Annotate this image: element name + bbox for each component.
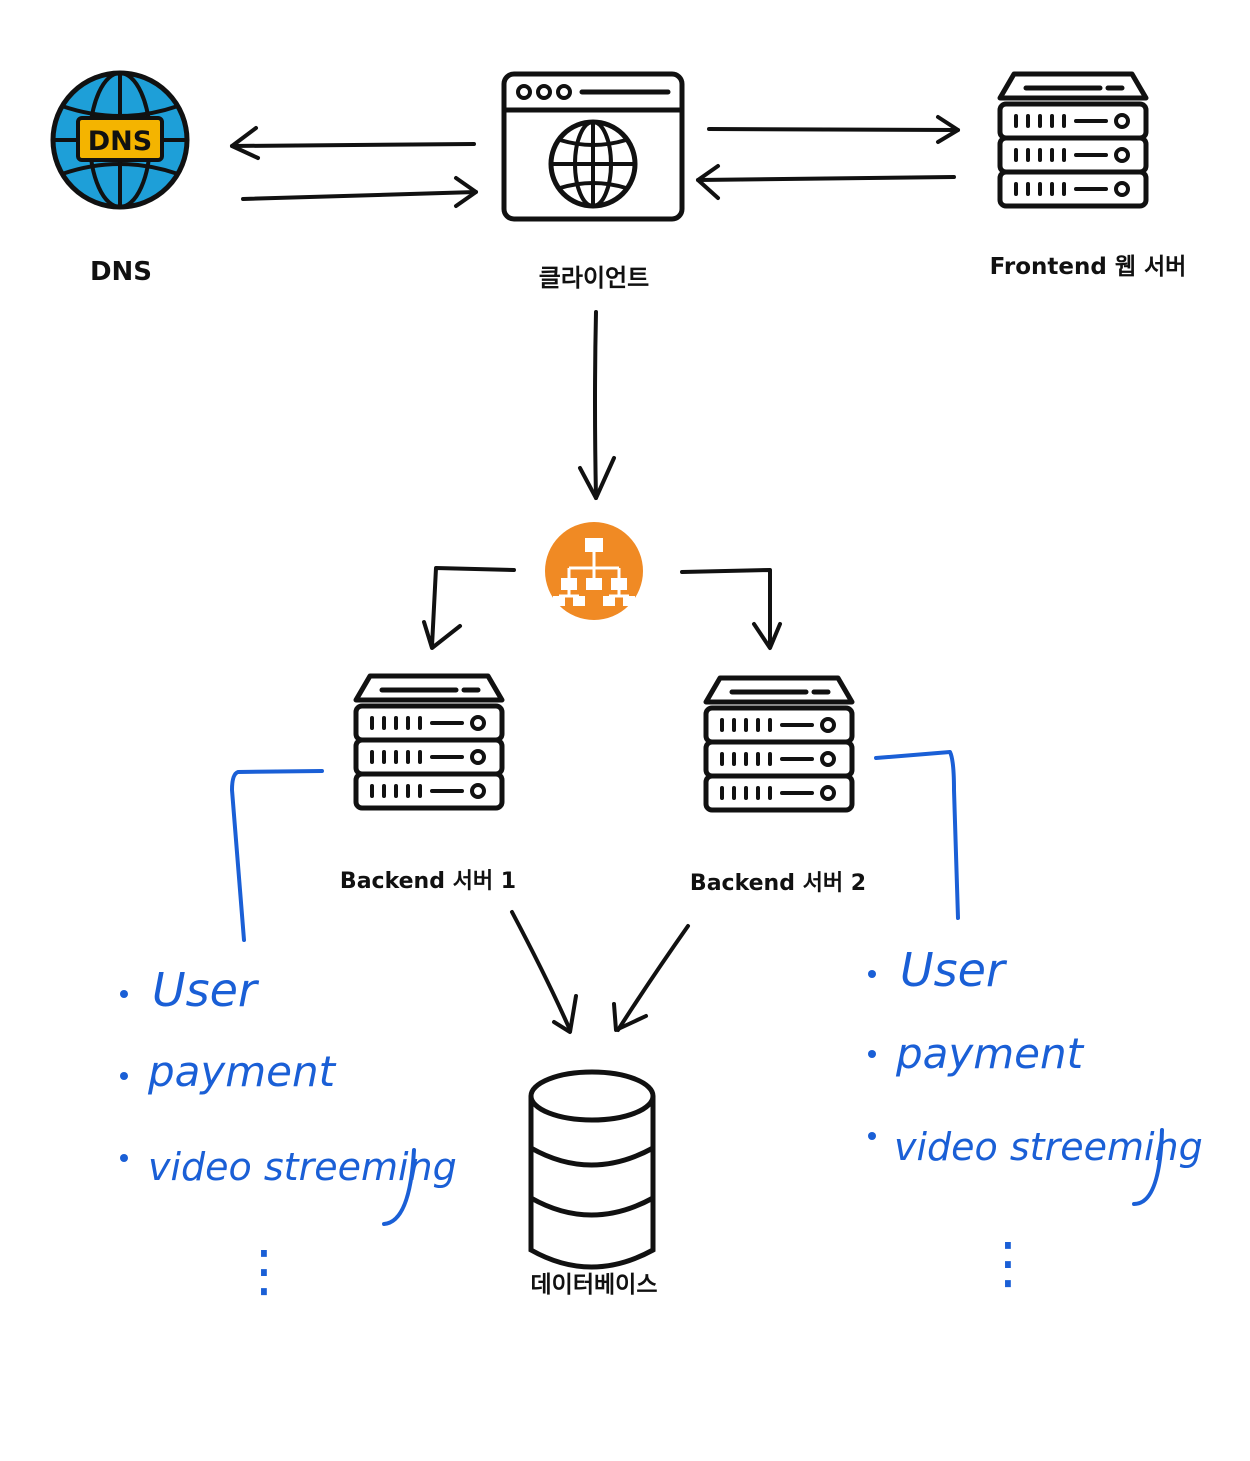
note-right-ellipsis: ⋮ xyxy=(980,1231,1036,1296)
arrow-client-to-load-balancer xyxy=(578,310,616,500)
underline-swoosh-left xyxy=(382,1148,416,1226)
note-right-item-video: video streeming xyxy=(894,1125,1203,1169)
note-right-item-payment: payment xyxy=(895,1029,1085,1078)
note-left-item-payment: payment xyxy=(147,1047,337,1096)
arrow-backend-1-to-database xyxy=(510,910,578,1034)
dns-badge-text: DNS xyxy=(88,126,152,157)
database-label: 데이터베이스 xyxy=(531,1272,658,1298)
note-left-item-video: video streeming xyxy=(148,1145,457,1189)
load-balancer-icon xyxy=(545,522,643,620)
arrow-load-balancer-to-backend-2 xyxy=(680,568,782,650)
backend-server-2-icon xyxy=(706,678,852,810)
dns-globe-icon: DNS xyxy=(50,70,190,210)
backend-server-1-icon xyxy=(356,676,502,808)
dns-label: DNS xyxy=(90,257,152,287)
arrow-backend-2-to-database xyxy=(612,924,690,1032)
arrow-load-balancer-to-backend-1 xyxy=(422,566,516,650)
arrow-client-to-frontend xyxy=(707,115,960,144)
database-cylinder-icon xyxy=(528,1069,656,1270)
browser-window-icon xyxy=(501,71,685,222)
note-connector-left xyxy=(230,769,324,942)
note-right-item-user: User xyxy=(900,943,1008,997)
note-list-right: User payment video streeming ⋮ xyxy=(868,943,1203,1296)
client-label: 클라이언트 xyxy=(539,264,649,292)
backend-server-2-label: Backend 서버 2 xyxy=(690,871,866,896)
arrow-frontend-to-client xyxy=(696,164,956,200)
frontend-server-label: Frontend 웹 서버 xyxy=(990,254,1187,280)
underline-swoosh-right xyxy=(1132,1128,1164,1206)
arrow-dns-to-client xyxy=(241,176,478,208)
arrow-client-to-dns xyxy=(230,126,476,160)
backend-server-1-label: Backend 서버 1 xyxy=(340,869,516,894)
note-list-left: User payment video streeming ⋮ xyxy=(120,963,457,1304)
note-connector-right xyxy=(874,750,960,920)
frontend-server-icon xyxy=(1000,74,1146,206)
note-left-item-user: User xyxy=(152,963,260,1017)
note-left-ellipsis: ⋮ xyxy=(236,1239,292,1304)
